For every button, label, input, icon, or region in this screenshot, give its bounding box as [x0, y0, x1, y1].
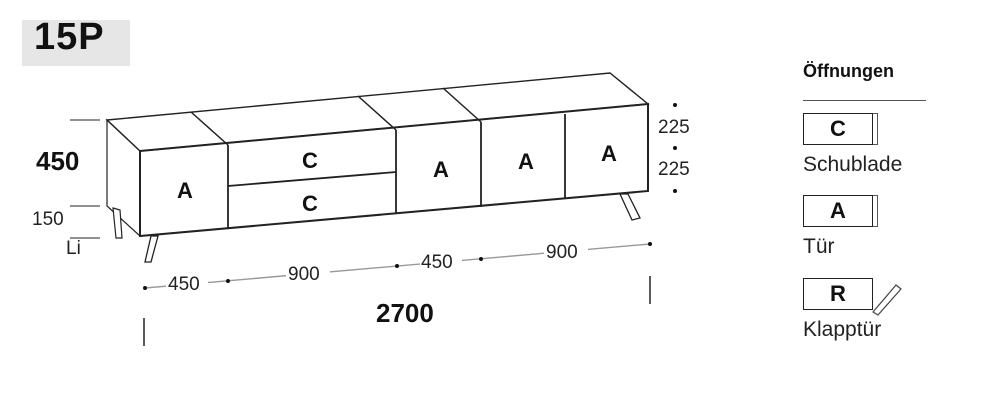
- cabinet-front: [139, 102, 649, 238]
- label-bg-3: [420, 252, 462, 272]
- legend-title: Öffnungen: [803, 61, 894, 81]
- right-dot-3: [673, 189, 677, 193]
- bottom-dim-3: 450: [421, 252, 453, 273]
- drawer-divider: [227, 171, 397, 187]
- leg-front-right: [618, 193, 641, 221]
- cabinet-left-side: [106, 118, 141, 238]
- bottom-dim-2: 900: [288, 264, 320, 285]
- right-dim-lower: 225: [658, 159, 690, 180]
- leg-back-left: [112, 207, 123, 239]
- legend-divider: [803, 100, 926, 101]
- legend-door-box: A: [803, 195, 873, 227]
- model-title: 15P: [34, 16, 105, 58]
- width-dot-5: [648, 242, 652, 246]
- top-divider-2: [357, 95, 397, 131]
- legend-door-letter: A: [830, 198, 846, 223]
- width-dot-4: [479, 257, 483, 261]
- model-title-background: [22, 20, 130, 66]
- front-letter-drawer-2: C: [302, 191, 318, 216]
- legend-drawer-side: [873, 113, 878, 145]
- legend-door-side: [873, 195, 878, 227]
- right-dot-2: [673, 146, 677, 150]
- front-letter-door-3: A: [518, 149, 534, 174]
- legend-door-label: Tür: [803, 235, 835, 258]
- legend-flap-label: Klapptür: [803, 318, 882, 341]
- bottom-dim-1: 450: [168, 274, 200, 295]
- legend-drawer-letter: C: [830, 116, 846, 141]
- height-leg-label: 150: [32, 209, 64, 230]
- right-dot-1: [673, 103, 677, 107]
- width-dot-2: [226, 279, 230, 283]
- front-letter-door-2: A: [433, 157, 449, 182]
- width-total-label: 2700: [376, 298, 434, 328]
- bottom-dim-4: 900: [546, 242, 578, 263]
- front-letter-door-4: A: [601, 141, 617, 166]
- right-dim-upper: 225: [658, 117, 690, 138]
- front-letter-door-1: A: [177, 178, 193, 203]
- top-divider-1: [190, 111, 229, 146]
- legend-flap-icon: [872, 284, 902, 316]
- label-bg-4: [544, 242, 588, 262]
- legend-drawer-label: Schublade: [803, 153, 903, 176]
- label-bg-2: [286, 264, 330, 284]
- legend-flap-letter: R: [830, 281, 846, 306]
- legend-drawer-box: C: [803, 113, 873, 145]
- width-dot-1: [143, 286, 147, 290]
- front-letter-drawer-1: C: [302, 148, 318, 173]
- height-total-label: 450: [36, 146, 80, 176]
- leg-type-label: Li: [66, 238, 81, 259]
- top-divider-3: [442, 87, 482, 123]
- legend-flap-box: R: [803, 278, 873, 310]
- width-dot-3: [395, 264, 399, 268]
- leg-front-left: [144, 235, 159, 263]
- label-bg-1: [166, 274, 208, 294]
